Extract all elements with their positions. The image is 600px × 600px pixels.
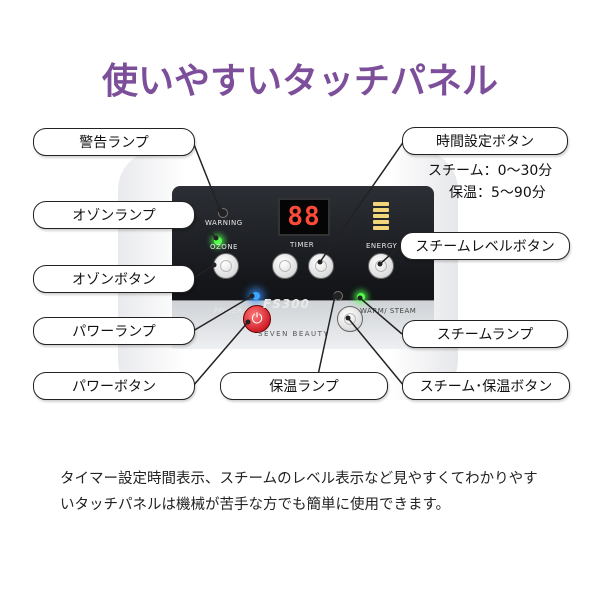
timer-label: TIMER — [290, 241, 315, 249]
timer-minus-button[interactable] — [272, 253, 298, 279]
line-steam-lamp — [359, 297, 403, 335]
power-lamp — [252, 292, 260, 300]
warning-label: WARNING — [205, 219, 243, 227]
line-power-lamp — [192, 295, 253, 332]
line-timer — [319, 140, 405, 263]
ozone-lamp — [214, 237, 222, 245]
line-steam-level — [379, 245, 401, 265]
dot-timer — [317, 259, 323, 265]
energy-label: ENERGY — [366, 242, 398, 250]
maker-name: SEVEN BEAUTY — [258, 330, 330, 338]
timer-plus-button[interactable] — [308, 253, 334, 279]
warning-lamp — [218, 208, 228, 218]
callout-power-lamp: パワーランプ — [33, 317, 195, 345]
level-bar — [373, 202, 389, 206]
dot-power-lamp — [249, 293, 255, 299]
ozone-button[interactable] — [213, 253, 239, 279]
timer-info-steam: スチーム：0〜30分 — [428, 163, 553, 179]
dot-warning — [217, 207, 223, 213]
callout-steam-lamp: スチームランプ — [402, 320, 568, 348]
dot-steam-warm — [345, 315, 351, 321]
callout-timer-button: 時間設定ボタン — [402, 127, 568, 155]
dot-power-button — [245, 319, 251, 325]
callout-warm-lamp: 保温ランプ — [220, 372, 388, 400]
timer-info-warm: 保温：5〜90分 — [449, 185, 546, 201]
line-warning — [192, 141, 221, 211]
callout-power-button: パワーボタン — [33, 372, 195, 400]
ozone-label: OZONE — [210, 243, 238, 251]
line-ozone-button — [192, 264, 215, 280]
dot-steam-lamp — [357, 295, 363, 301]
level-bar — [373, 226, 389, 230]
callout-ozone-lamp: オゾンランプ — [33, 201, 195, 229]
line-steam-warm — [347, 317, 405, 387]
dot-warm-lamp — [332, 293, 338, 299]
dot-ozone-lamp — [213, 235, 219, 241]
model-name: FS300 — [263, 297, 310, 311]
page-title: 使いやすいタッチパネル — [101, 61, 498, 102]
power-button[interactable]: ⏻ — [243, 305, 271, 333]
level-bar — [373, 208, 389, 212]
callout-warning-lamp: 警告ランプ — [33, 128, 195, 156]
level-bar — [373, 214, 389, 218]
line-ozone-lamp — [192, 214, 217, 239]
level-bar — [373, 220, 389, 224]
description-text: タイマー設定時間表示、スチームのレベル表示など見やすくてわかりやすいタッチパネル… — [60, 471, 538, 513]
callout-steam-level-button: スチームレベルボタン — [400, 232, 570, 260]
warm-steam-label: WARM/ STEAM — [360, 307, 417, 315]
callout-ozone-button: オゾンボタン — [33, 265, 195, 293]
line-power-button — [192, 321, 249, 387]
dot-steam-level — [377, 261, 383, 267]
line-warm-lamp — [317, 295, 336, 376]
callout-steam-warm-button: スチーム･保温ボタン — [402, 372, 570, 400]
dot-ozone-button — [211, 262, 217, 268]
steam-level-indicator — [373, 202, 389, 230]
timer-display: 88 — [278, 198, 330, 236]
